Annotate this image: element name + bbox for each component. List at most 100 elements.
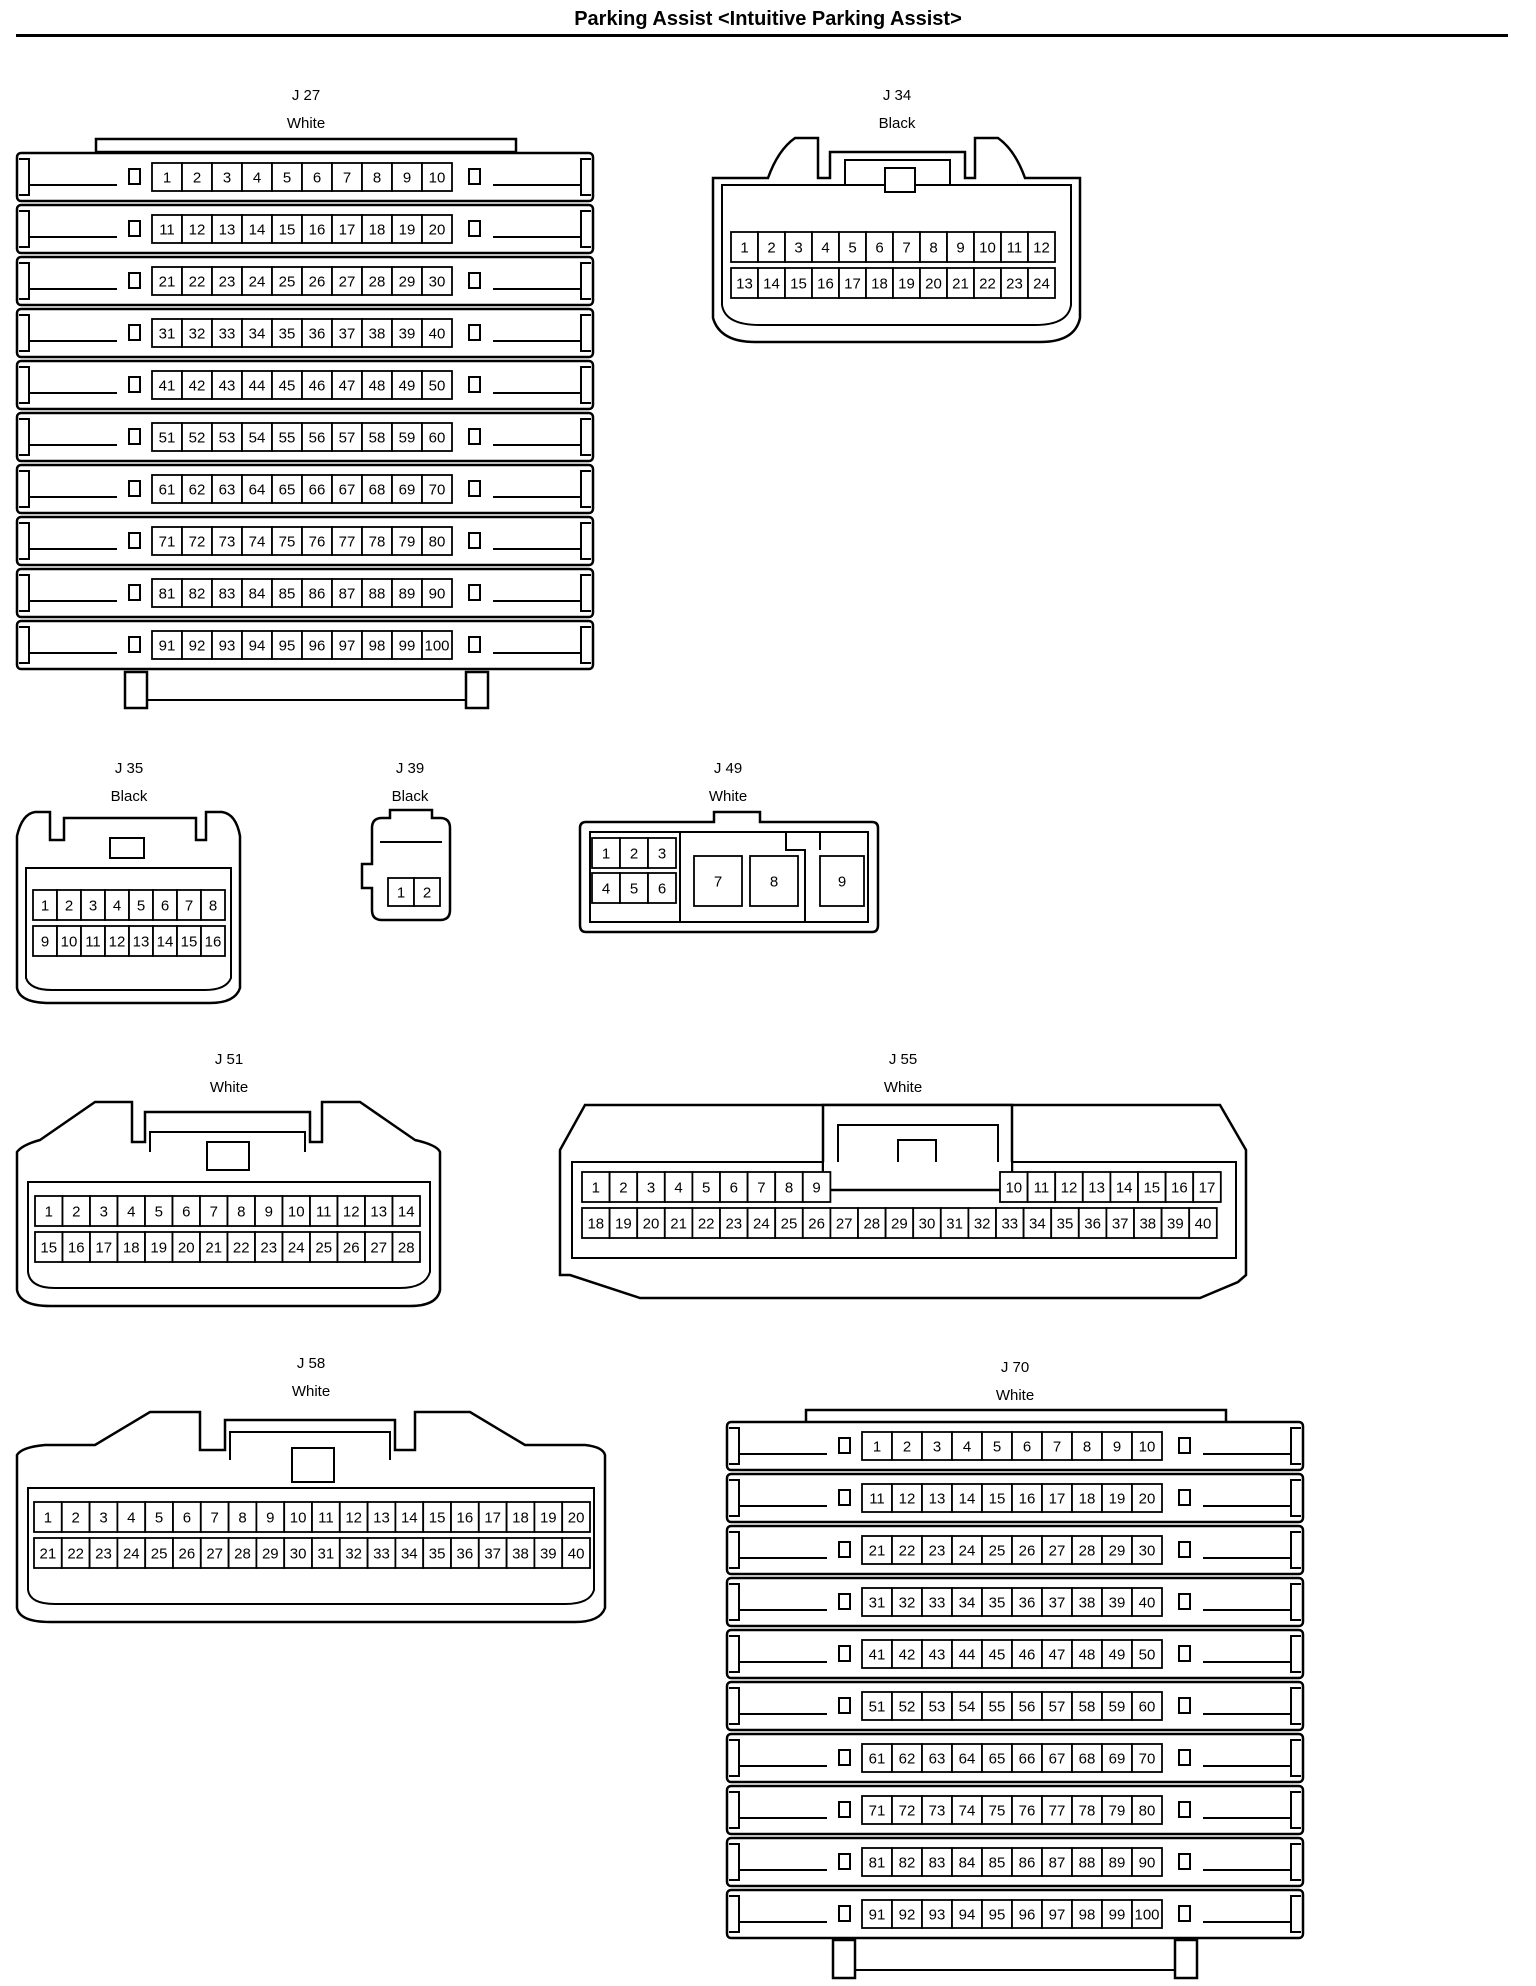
pin-51: 51 (861, 1691, 893, 1721)
pin-number: 13 (133, 933, 150, 950)
pin-number: 33 (219, 325, 236, 342)
pin-66: 66 (1011, 1743, 1043, 1773)
pin-number: 71 (869, 1802, 886, 1819)
pin-number: 12 (899, 1490, 916, 1507)
pin-79: 79 (1101, 1795, 1133, 1825)
pin-number: 36 (1019, 1594, 1036, 1611)
pin-number: 16 (457, 1509, 474, 1526)
pin-22: 22 (973, 267, 1002, 299)
pin-10: 10 (973, 231, 1002, 263)
pin-number: 3 (658, 845, 666, 862)
pin-18: 18 (1071, 1483, 1103, 1513)
pin-number: 51 (869, 1698, 886, 1715)
pin-64: 64 (241, 474, 273, 504)
pin-2: 2 (181, 162, 213, 192)
pin-number: 12 (1061, 1179, 1078, 1196)
pin-34: 34 (1022, 1207, 1053, 1239)
pin-number: 11 (85, 933, 101, 950)
pin-number: 6 (1023, 1438, 1031, 1455)
pin-number: 4 (602, 880, 610, 897)
pin-number: 19 (540, 1509, 557, 1526)
pin-number: 32 (345, 1545, 362, 1562)
pin-14: 14 (391, 1195, 421, 1227)
pin-number: 66 (309, 481, 326, 498)
pin-number: 27 (206, 1545, 223, 1562)
pin-number: 4 (253, 169, 261, 186)
pin-5: 5 (271, 162, 303, 192)
pin-number: 21 (869, 1542, 886, 1559)
pin-number: 35 (1057, 1215, 1074, 1232)
pin-92: 92 (181, 630, 213, 660)
pin-number: 1 (602, 845, 610, 862)
pin-number: 39 (540, 1545, 557, 1562)
pin-number: 7 (210, 1203, 218, 1220)
pin-8: 8 (200, 889, 226, 921)
pin-93: 93 (211, 630, 243, 660)
pin-number: 28 (369, 273, 386, 290)
pin-12: 12 (1027, 231, 1056, 263)
pin-number: 68 (369, 481, 386, 498)
pin-17: 17 (838, 267, 867, 299)
pin-56: 56 (1011, 1691, 1043, 1721)
pin-number: 54 (249, 429, 266, 446)
pin-number: 25 (151, 1545, 168, 1562)
pin-52: 52 (181, 422, 213, 452)
pin-20: 20 (561, 1501, 591, 1533)
pin-number: 26 (808, 1215, 825, 1232)
pin-10: 10 (281, 1195, 311, 1227)
connector-color: White (292, 1383, 330, 1400)
pin-43: 43 (921, 1639, 953, 1669)
pin-number: 28 (234, 1545, 251, 1562)
pin-21: 21 (199, 1231, 229, 1263)
pin-number: 2 (193, 169, 201, 186)
pin-number: 16 (817, 275, 834, 292)
pin-18: 18 (361, 214, 393, 244)
pin-number: 80 (429, 533, 446, 550)
pin-10: 10 (421, 162, 453, 192)
pin-32: 32 (181, 318, 213, 348)
pin-45: 45 (981, 1639, 1013, 1669)
pin-number: 10 (1005, 1179, 1022, 1196)
pin-number: 79 (399, 533, 416, 550)
pin-number: 10 (61, 933, 78, 950)
pin-number: 9 (266, 1509, 274, 1526)
pin-2: 2 (757, 231, 786, 263)
pin-number: 8 (785, 1179, 793, 1196)
pin-number: 34 (1029, 1215, 1046, 1232)
pin-number: 86 (1019, 1854, 1036, 1871)
pin-11: 11 (309, 1195, 339, 1227)
pin-28: 28 (361, 266, 393, 296)
pin-number: 74 (249, 533, 266, 550)
pin-95: 95 (271, 630, 303, 660)
pin-number: 100 (1134, 1906, 1159, 1923)
pin-number: 88 (369, 585, 386, 602)
pin-22: 22 (181, 266, 213, 296)
pin-27: 27 (364, 1231, 394, 1263)
pin-number: 49 (399, 377, 416, 394)
pin-52: 52 (891, 1691, 923, 1721)
pin-number: 36 (1084, 1215, 1101, 1232)
pin-28: 28 (391, 1231, 421, 1263)
pin-97: 97 (1041, 1899, 1073, 1929)
pin-12: 12 (104, 925, 130, 957)
pin-number: 47 (1049, 1646, 1066, 1663)
pin-18: 18 (865, 267, 894, 299)
pin-number: 92 (189, 637, 206, 654)
pin-number: 21 (205, 1239, 222, 1256)
pin-number: 37 (1049, 1594, 1066, 1611)
pin-number: 52 (899, 1698, 916, 1715)
pin-number: 41 (159, 377, 176, 394)
pin-number: 1 (873, 1438, 881, 1455)
pin-60: 60 (421, 422, 453, 452)
pin-7: 7 (199, 1195, 229, 1227)
pin-27: 27 (829, 1207, 859, 1239)
pin-66: 66 (301, 474, 333, 504)
pin-number: 39 (399, 325, 416, 342)
pin-number: 58 (1079, 1698, 1096, 1715)
pin-number: 6 (161, 897, 169, 914)
pin-number: 96 (1019, 1906, 1036, 1923)
pin-number: 7 (714, 873, 722, 890)
